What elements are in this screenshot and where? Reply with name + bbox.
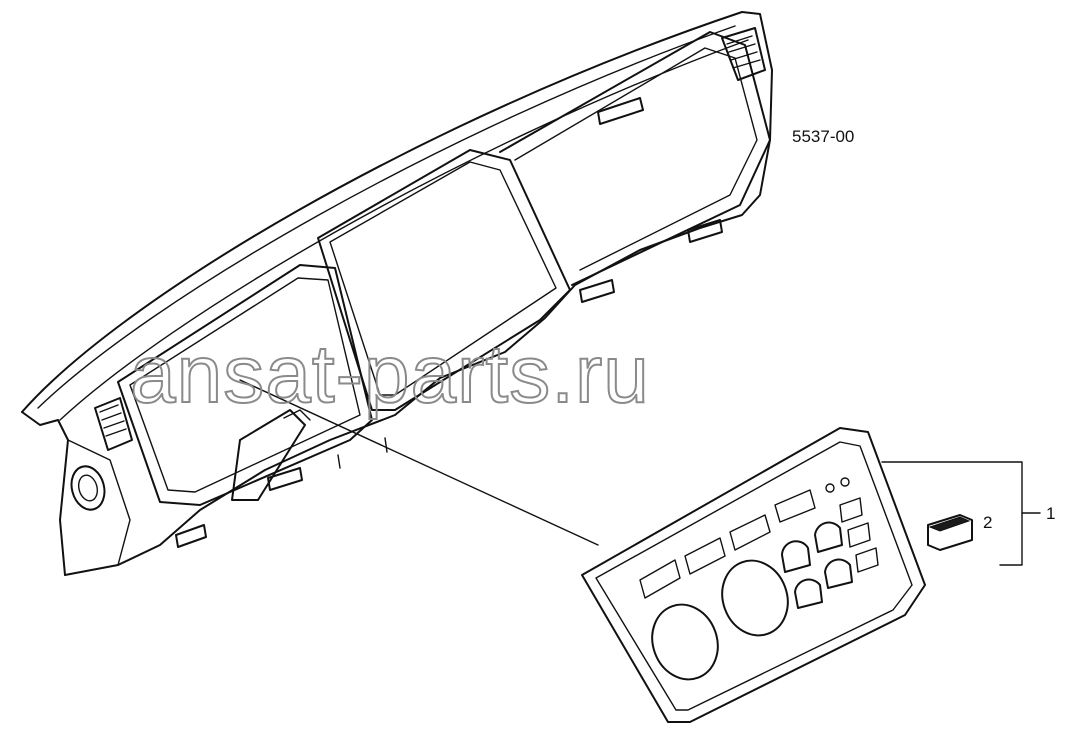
dashboard-assembly	[21, 11, 773, 576]
callout-bracket	[881, 461, 1041, 566]
callout-1: 1	[1046, 504, 1055, 523]
callout-2: 2	[983, 513, 992, 532]
drawing-number: 5537-00	[792, 127, 854, 146]
leader-line	[239, 379, 599, 546]
watermark: ansat-parts.ru	[130, 329, 650, 420]
switch-blank	[927, 514, 973, 551]
instrument-panel-bezel	[581, 427, 926, 723]
